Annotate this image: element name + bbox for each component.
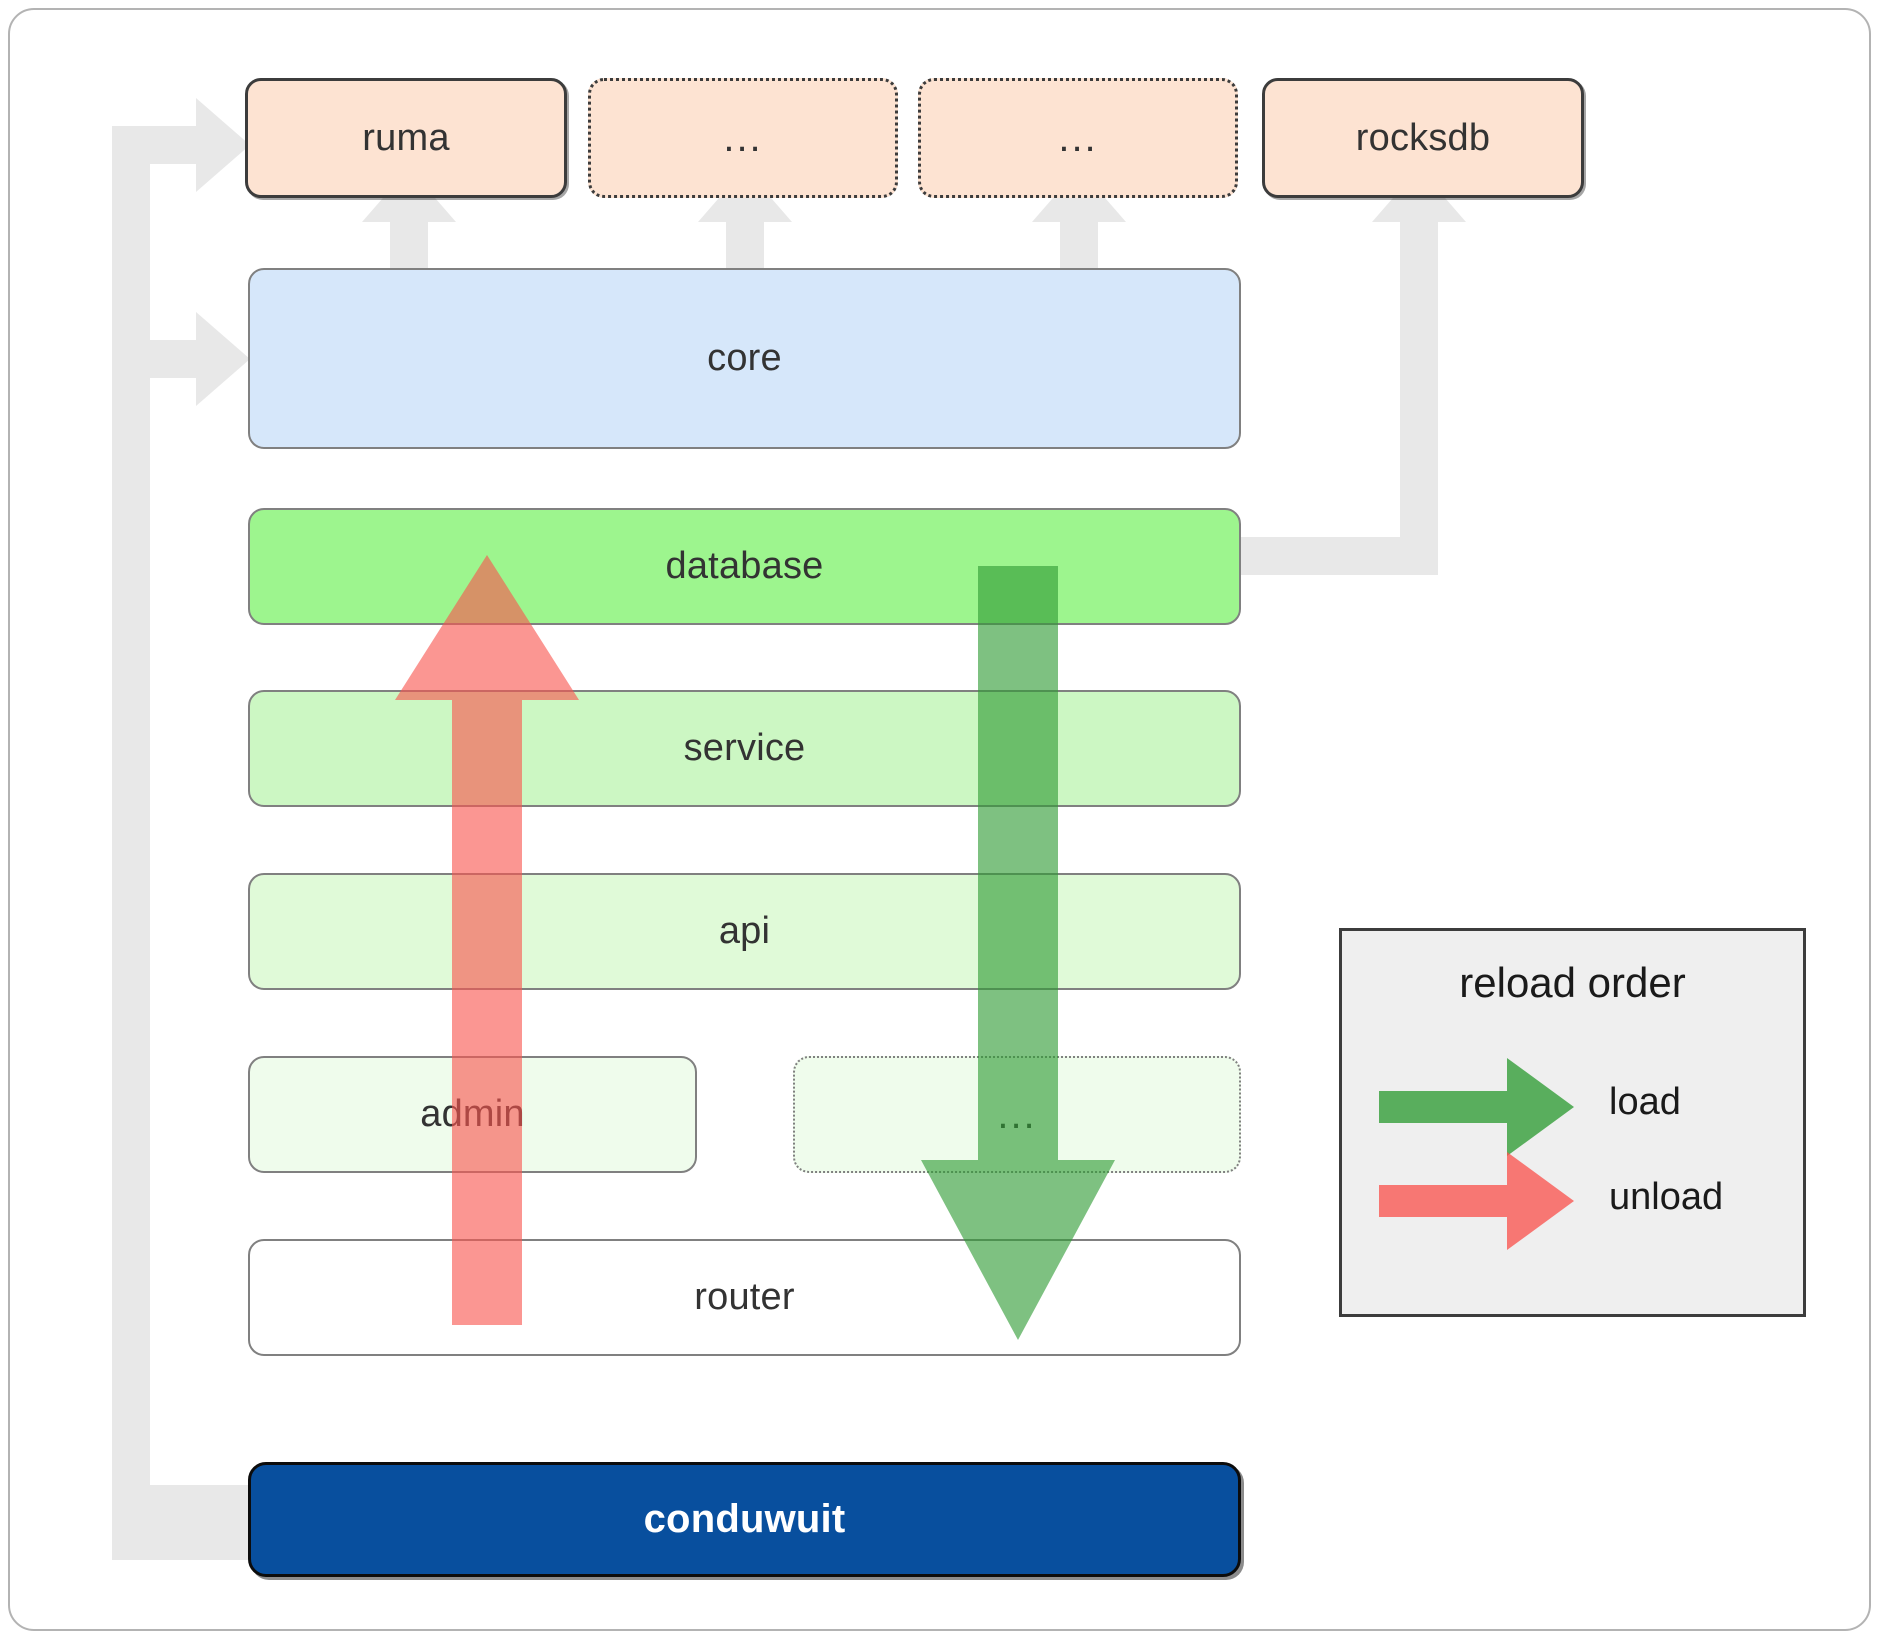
node-api-label: api: [718, 910, 771, 952]
node-api[interactable]: api: [248, 873, 1241, 990]
legend-title: reload order: [1459, 959, 1686, 1006]
node-rocksdb-label: rocksdb: [1355, 116, 1491, 159]
node-rocksdb[interactable]: rocksdb: [1262, 78, 1584, 198]
legend-label-load: load: [1609, 1081, 1681, 1123]
node-core[interactable]: core: [248, 268, 1241, 449]
node-admin[interactable]: admin: [248, 1056, 697, 1173]
node-dep-placeholder-1[interactable]: ...: [588, 78, 898, 198]
node-service-label: service: [683, 727, 806, 769]
node-service[interactable]: service: [248, 690, 1241, 807]
node-layer-placeholder[interactable]: ...: [793, 1056, 1241, 1173]
node-dep-placeholder-2[interactable]: ...: [918, 78, 1238, 198]
diagram-frame: [8, 8, 1871, 1631]
node-conduwuit[interactable]: conduwuit: [248, 1462, 1241, 1577]
node-dep-placeholder-2-label: ...: [1058, 116, 1098, 160]
legend-unload-arrow-icon: [1379, 1152, 1574, 1250]
node-ruma[interactable]: ruma: [245, 78, 567, 198]
node-conduwuit-label: conduwuit: [643, 1497, 846, 1541]
node-router-label: router: [694, 1276, 795, 1318]
node-database[interactable]: database: [248, 508, 1241, 625]
node-core-label: core: [707, 337, 782, 379]
node-dep-placeholder-1-label: ...: [723, 116, 763, 160]
node-router[interactable]: router: [248, 1239, 1241, 1356]
legend-load-arrow-icon: [1379, 1058, 1574, 1156]
legend-panel: reload order load unload: [1339, 928, 1806, 1317]
node-ruma-label: ruma: [362, 116, 450, 159]
node-layer-placeholder-label: ...: [997, 1092, 1037, 1137]
legend-arrows: [1379, 1058, 1574, 1250]
node-database-label: database: [665, 545, 824, 587]
legend-label-unload: unload: [1609, 1176, 1724, 1218]
node-admin-label: admin: [420, 1093, 525, 1135]
